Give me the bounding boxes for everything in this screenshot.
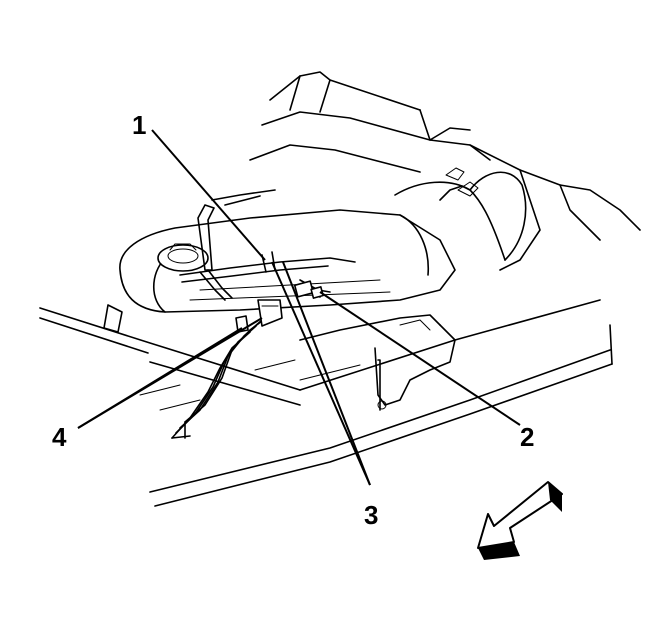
frame-rail-front: [149, 324, 613, 507]
exhaust-pipe: [394, 167, 527, 261]
underbody-detail: [139, 359, 361, 411]
callout-4: 4: [52, 422, 67, 452]
lower-line-bundle: [171, 314, 271, 439]
callout-leaders: [77, 129, 521, 486]
frame-rail-rear: [39, 299, 601, 406]
leader-4b: [77, 327, 243, 429]
leader-3a: [271, 261, 371, 486]
fuel-line-connector: [293, 280, 324, 299]
leader-3b: [282, 261, 371, 486]
leader-1: [151, 129, 266, 261]
callout-1: 1: [132, 110, 146, 140]
callout-2: 2: [520, 422, 534, 452]
callout-3: 3: [364, 500, 378, 530]
lower-crossmember: [299, 314, 456, 411]
fuel-lines: [179, 251, 356, 301]
leader-2: [319, 291, 521, 426]
upper-body-structure: [249, 71, 641, 271]
fuel-pump-module: [157, 243, 209, 272]
front-direction-arrow-icon: [477, 481, 563, 560]
